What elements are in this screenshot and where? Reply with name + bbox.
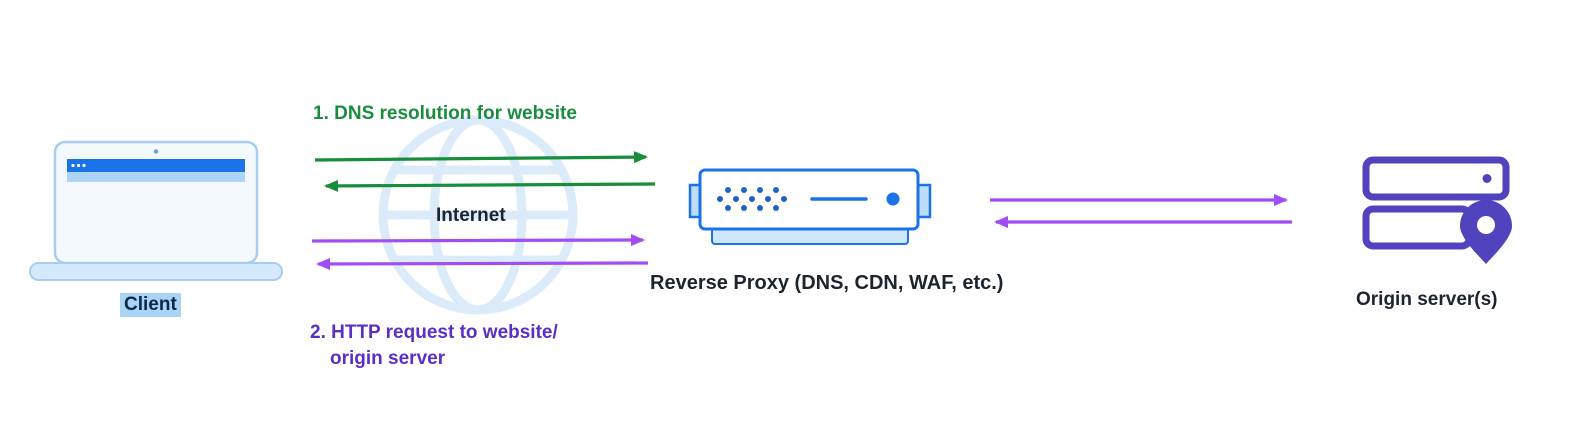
laptop-camera-dot <box>153 149 159 154</box>
origin-server-icon <box>1362 156 1512 264</box>
internet-label: Internet <box>436 205 506 226</box>
diagram-arrows <box>311 151 1292 270</box>
proxy-status-dot <box>886 192 900 206</box>
step1-label: 1. DNS resolution for website <box>313 103 577 124</box>
proxy-body <box>698 168 920 231</box>
internet-globe-icon <box>378 115 578 315</box>
client-laptop-icon <box>29 140 283 281</box>
step2-label-line1: 2. HTTP request to website/ <box>310 322 558 343</box>
reverse-proxy-icon <box>688 168 932 245</box>
http-response-arrow <box>316 257 649 270</box>
http-request-arrow <box>311 234 645 247</box>
origin-label: Origin server(s) <box>1356 289 1498 310</box>
proxy-label: Reverse Proxy (DNS, CDN, WAF, etc.) <box>650 272 1004 294</box>
dns-request-arrow <box>314 151 648 164</box>
client-label: Client <box>120 293 181 317</box>
origin-server-dot <box>1482 174 1492 183</box>
client-label-text: Client <box>120 293 181 317</box>
laptop-browser-titlebar <box>67 159 245 172</box>
step2-label-line2: origin server <box>330 348 446 369</box>
proxy-dot-grid <box>717 187 787 211</box>
dns-response-arrow <box>324 179 656 192</box>
laptop-base <box>29 262 283 281</box>
laptop-browser-addressbar <box>67 172 245 182</box>
